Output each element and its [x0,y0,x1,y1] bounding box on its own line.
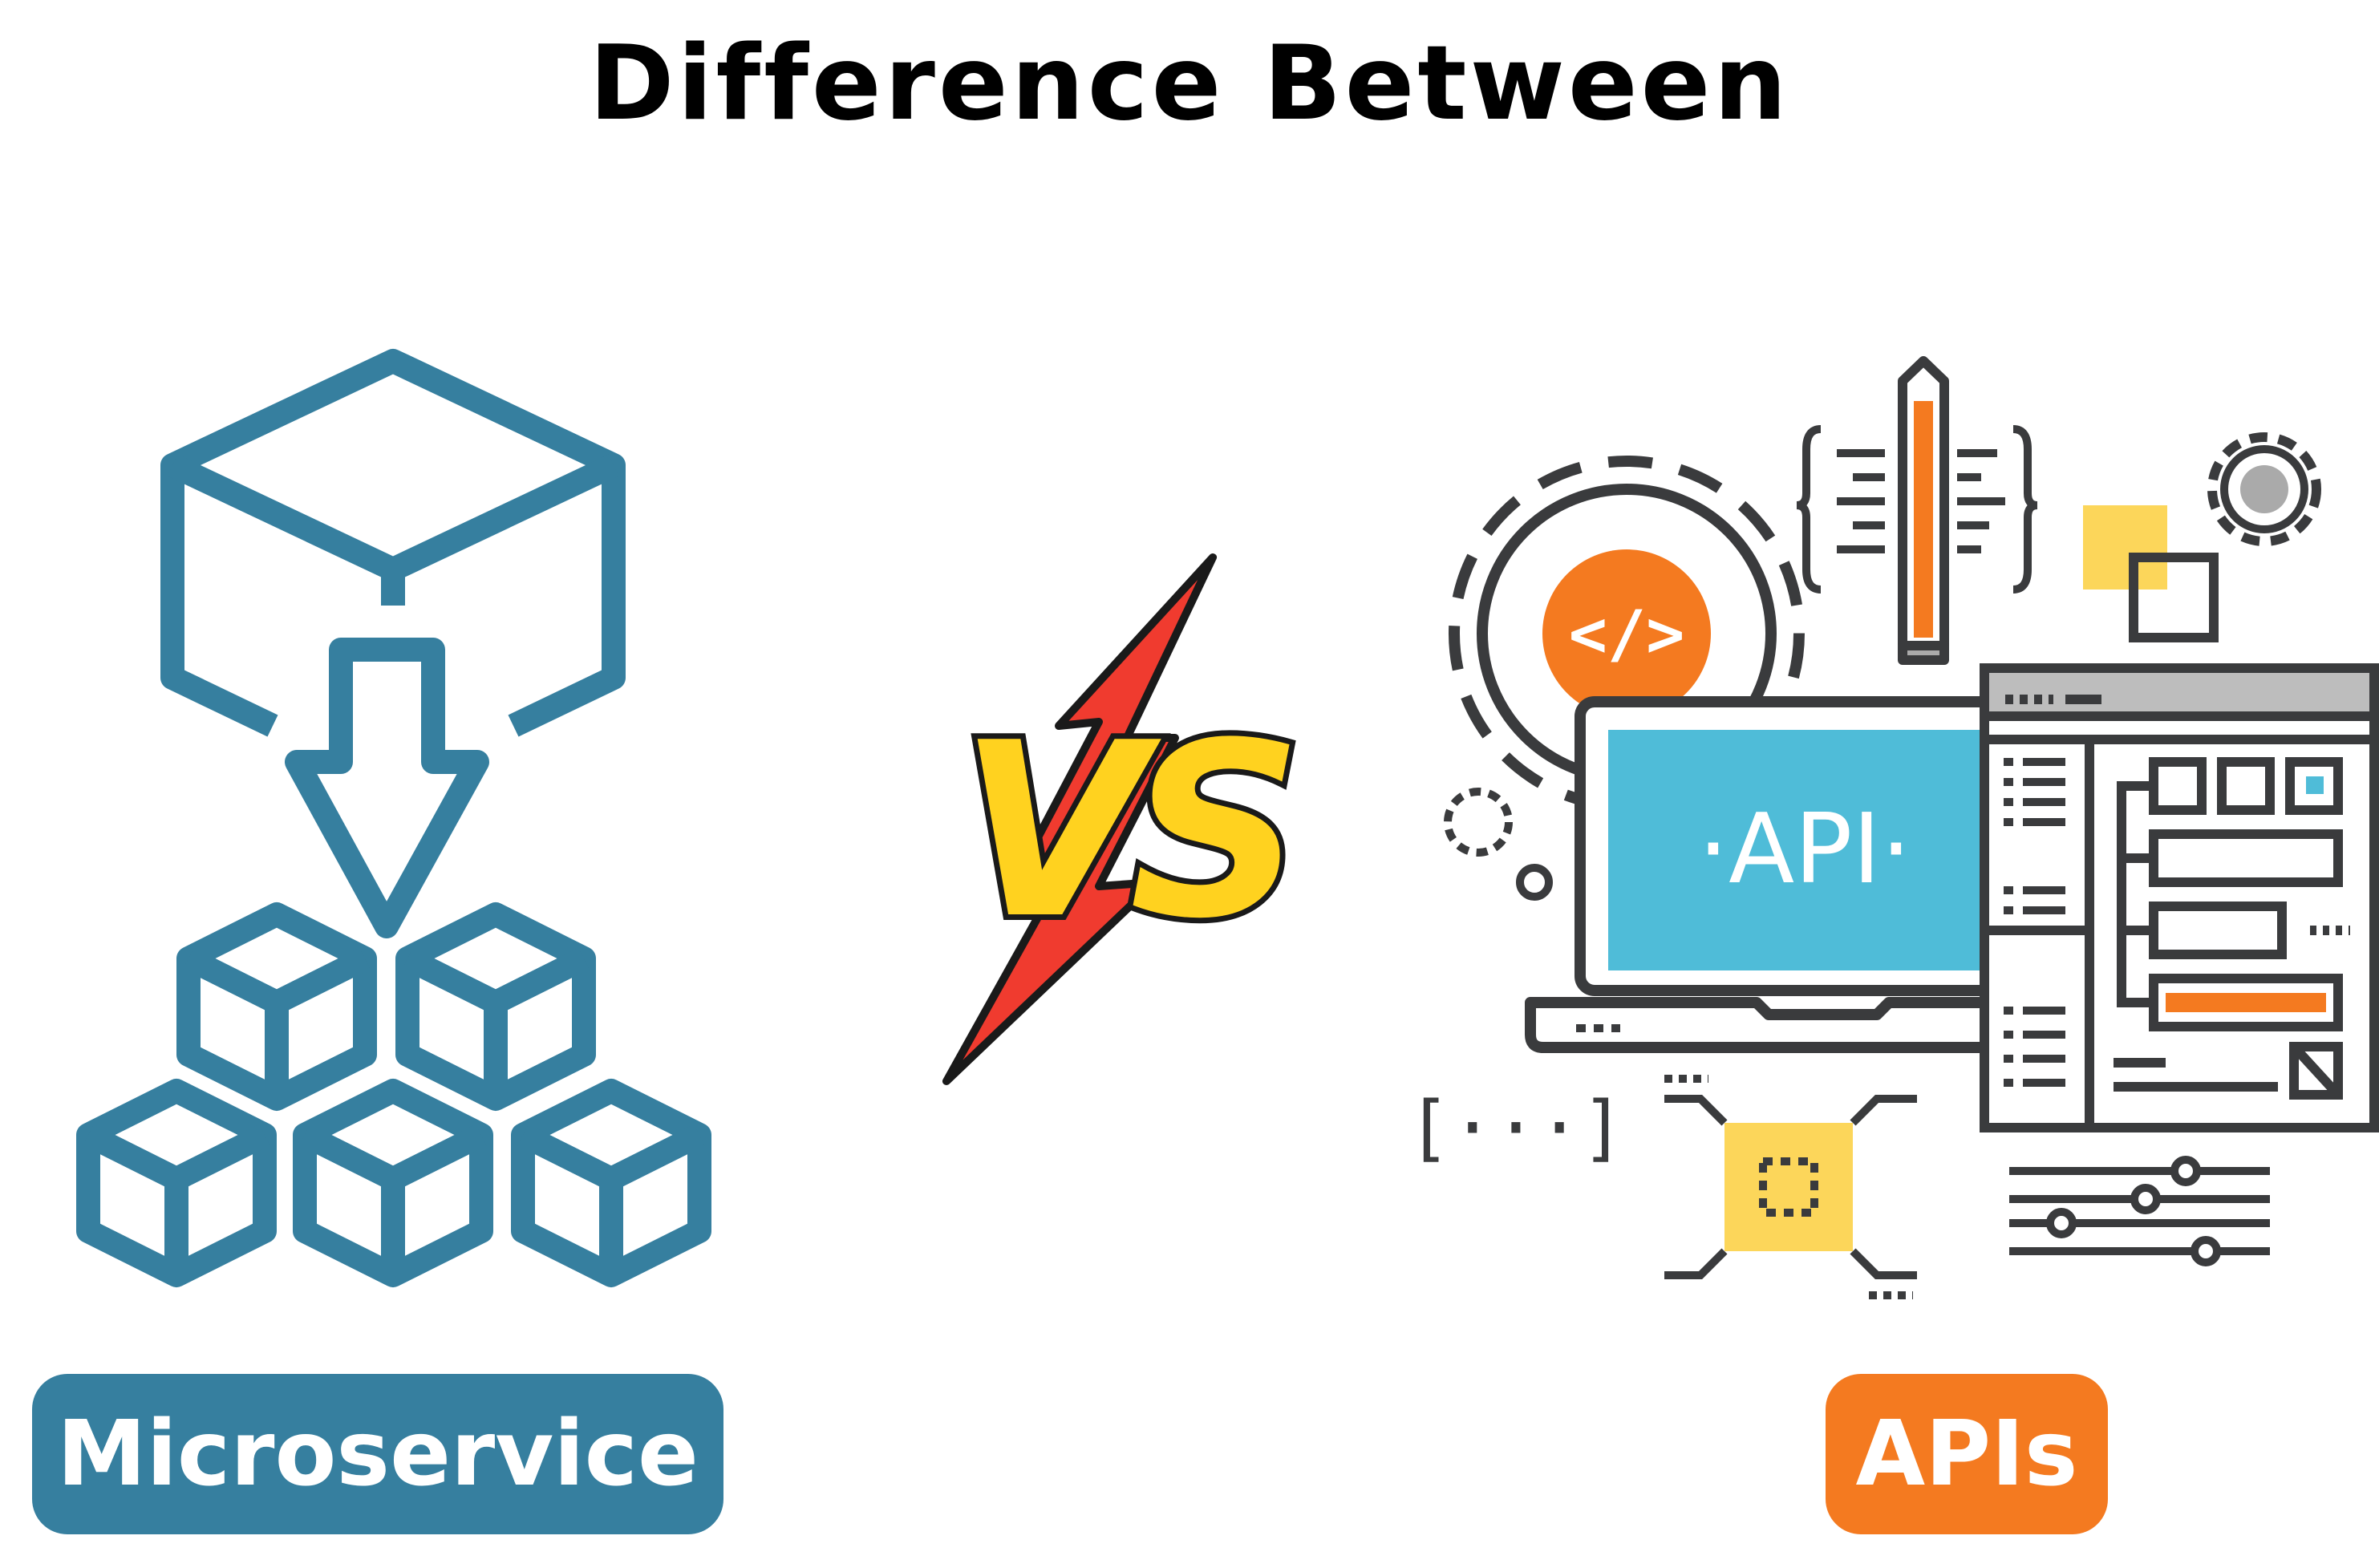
lightning-bolt-icon [942,553,1217,1085]
small-cubes-icon [76,902,711,1287]
dashed-circle-icon [1444,788,1513,857]
down-arrow-icon [285,638,489,938]
small-cube-edge [183,947,371,1015]
api-screen-text: ·API· [1698,794,1911,906]
sliders-icon [2009,1156,2270,1266]
settings-gear-icon [2207,432,2321,546]
small-cube-edge [83,1124,270,1191]
browser-sidebar-lines [2004,758,2065,1087]
code-symbol-text: </> [1569,597,1685,671]
microservice-label: Microservice [32,1374,723,1534]
pencil-icon [1898,356,1949,665]
yellow-square-icon [2083,505,2167,590]
chip-icon [1664,1075,1917,1299]
bracket-dots-text: [···] [1408,1086,1625,1170]
microservice-label-text: Microservice [56,1402,699,1506]
code-gear-icon: </> [1449,456,1805,812]
vs-text: VS [959,691,1291,971]
outline-square-icon [2129,553,2219,642]
small-circle-icon [1516,864,1553,901]
apis-label: APIs [1826,1374,2108,1534]
apis-label-text: APIs [1855,1402,2078,1506]
page-title: Difference Between [589,24,1790,144]
versus-mark: VS [942,553,1313,1085]
code-braces-icon [1796,425,2038,594]
small-cube-edge [402,947,590,1015]
browser-window-icon [1980,663,2379,1132]
api-illustration: </> [1408,356,2379,1299]
large-cube-icon [160,349,626,737]
microservice-icon [76,349,711,1287]
small-cube-edge [517,1124,705,1191]
small-cube-edge [299,1124,487,1191]
laptop-icon: ·API· [1525,696,2059,1053]
